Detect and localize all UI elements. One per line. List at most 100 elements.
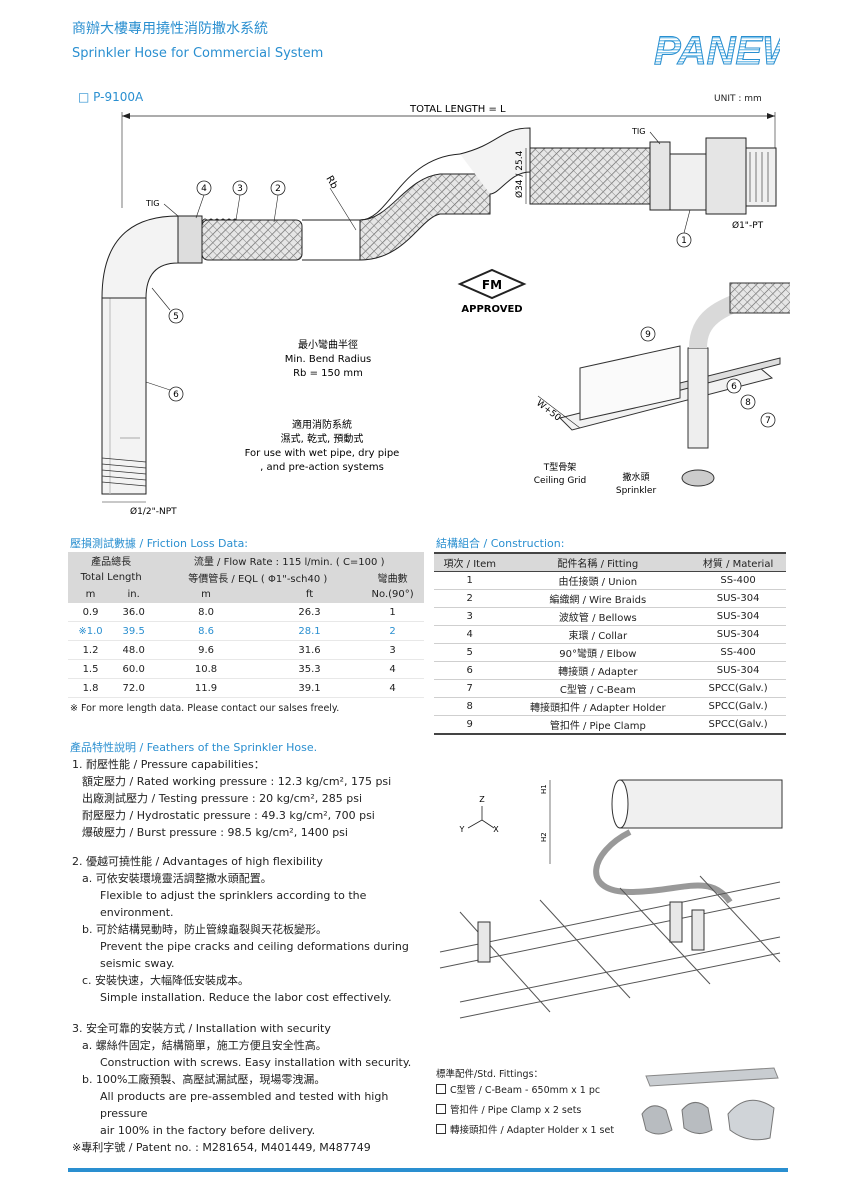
callout-6b: 6 xyxy=(731,382,737,392)
sprinkler-cn: 撒水頭 xyxy=(622,471,649,483)
callout-4: 4 xyxy=(201,184,207,194)
feature-1-line: 出廠測試壓力 / Testing pressure : 20 kg/cm², 2… xyxy=(82,792,363,805)
feature-2b-en: Prevent the pipe cracks and ceiling defo… xyxy=(100,940,409,953)
feature-1-heading: 1. 耐壓性能 / Pressure capabilities： xyxy=(72,758,265,771)
bend-cn: 最小彎曲半徑 xyxy=(298,338,358,351)
feature-3b-cn: b. 100%工廠預製、高壓試漏試壓，現場零洩漏。 xyxy=(82,1073,326,1086)
fittings-photo xyxy=(641,1067,779,1141)
feature-3b-en: air 100% in the factory before delivery. xyxy=(100,1124,316,1137)
th-ft: ft xyxy=(305,589,314,600)
axis-x: X xyxy=(493,825,499,834)
feature-1-line: 耐壓壓力 / Hydrostatic pressure : 49.3 kg/cm… xyxy=(82,809,375,822)
pt-label: Ø1"-PT xyxy=(732,220,764,231)
model-number: □ P-9100A xyxy=(78,90,144,104)
th-no: No.(90°) xyxy=(371,589,414,600)
feature-2a-en: Flexible to adjust the sprinklers accord… xyxy=(100,889,367,919)
ceiling-cn: T型骨架 xyxy=(543,462,577,473)
callout-5: 5 xyxy=(173,312,179,322)
th-fitting: 配件名稱 / Fitting xyxy=(505,552,691,572)
diameter-label: Ø34 / 25.4 xyxy=(514,150,525,198)
th-bend: 彎曲數 xyxy=(377,574,408,585)
h1-label: H1 xyxy=(540,784,548,794)
use-cn-1: 適用消防系統 xyxy=(292,418,352,431)
th-item: 項次 / Item xyxy=(434,552,506,572)
title-en: Sprinkler Hose for Commercial System xyxy=(72,46,324,61)
callout-8: 8 xyxy=(745,398,751,408)
friction-table: 產品總長 流量 / Flow Rate : 115 l/min. ( C=100… xyxy=(68,552,424,698)
feature-3-heading: 3. 安全可靠的安裝方式 / Installation with securit… xyxy=(72,1022,331,1035)
rb-label: Rb xyxy=(323,174,339,191)
callout-1: 1 xyxy=(681,236,687,246)
fm-mark: FM xyxy=(482,278,502,292)
th-eql: 等價管長 / EQL ( Φ1"-sch40 ) xyxy=(188,574,328,585)
callout-6: 6 xyxy=(173,390,179,400)
th-m2: m xyxy=(201,589,211,600)
fitting-item: C型管 / C-Beam - 650mm x 1 pc xyxy=(436,1082,600,1096)
checkbox-icon xyxy=(436,1084,446,1094)
callout-9: 9 xyxy=(645,330,651,340)
fm-approved: APPROVED xyxy=(461,304,522,315)
h2-label: H2 xyxy=(540,832,548,842)
logo-letter: PANEW xyxy=(654,29,780,70)
fitting-item: 轉接頭扣件 / Adapter Holder x 1 set xyxy=(436,1122,614,1136)
use-cn-2: 濕式, 乾式, 預動式 xyxy=(281,432,364,445)
total-length-label: TOTAL LENGTH = L xyxy=(409,104,506,115)
feature-2a-cn: a. 可依安裝環境靈活調整撒水頭配置。 xyxy=(82,872,272,885)
use-en-1: For use with wet pipe, dry pipe xyxy=(245,448,400,459)
feature-3b-en: All products are pre-assembled and teste… xyxy=(100,1090,389,1120)
th-m: m xyxy=(85,589,96,600)
fittings-title: 標準配件/Std. Fittings： xyxy=(436,1069,544,1080)
features-block: 1. 耐壓性能 / Pressure capabilities： 額定壓力 / … xyxy=(72,756,432,1156)
axis-y: Y xyxy=(459,825,465,834)
ceiling-en: Ceiling Grid xyxy=(534,476,587,486)
tig-label-1: TIG xyxy=(145,199,159,208)
th-total-cn: 產品總長 xyxy=(91,557,132,568)
feature-1-line: 爆破壓力 / Burst pressure : 98.5 kg/cm², 140… xyxy=(82,826,348,839)
callout-3: 3 xyxy=(237,184,243,194)
feature-3a-en: Construction with screws. Easy installat… xyxy=(100,1056,412,1069)
npt-label: Ø1/2"-NPT xyxy=(130,506,177,517)
brand-logo: PANEW xyxy=(654,29,781,71)
th-in: in. xyxy=(127,589,140,600)
feature-2c-cn: c. 安裝快速，大幅降低安裝成本。 xyxy=(82,974,250,987)
feature-2b-cn: b. 可於結構晃動時，防止管線龜裂與天花板變形。 xyxy=(82,923,327,936)
friction-note: ※ For more length data. Please contact o… xyxy=(70,703,340,714)
axis-z: Z xyxy=(479,795,485,804)
th-total-en: Total Length xyxy=(80,572,142,583)
bottom-rule xyxy=(68,1168,788,1172)
hose-drawing: TOTAL LENGTH = L Ø1/2"-NPT Ø34 / 25.4 Ø1… xyxy=(101,104,790,517)
checkbox-icon xyxy=(436,1124,446,1134)
bend-val: Rb = 150 mm xyxy=(293,368,363,379)
friction-title: 壓損測試數據 / Friction Loss Data: xyxy=(70,537,249,550)
title-cn: 商辦大樓專用撓性消防撒水系統 xyxy=(72,21,268,37)
construction-title: 結構組合 / Construction: xyxy=(436,537,565,550)
callout-7: 7 xyxy=(765,416,771,426)
th-material: 材質 / Material xyxy=(690,552,786,572)
sprinkler-en: Sprinkler xyxy=(616,486,657,496)
construction-table: 項次 / Item 配件名稱 / Fitting 材質 / Material 1… xyxy=(434,552,786,735)
callout-2: 2 xyxy=(275,184,281,194)
bend-en: Min. Bend Radius xyxy=(285,354,372,365)
checkbox-icon xyxy=(436,1104,446,1114)
features-title: 產品特性說明 / Feathers of the Sprinkler Hose. xyxy=(70,741,318,754)
unit-label: UNIT : mm xyxy=(714,94,762,104)
feature-2c-en: Simple installation. Reduce the labor co… xyxy=(100,991,392,1004)
th-flow: 流量 / Flow Rate : 115 l/min. ( C=100 ) xyxy=(193,557,385,568)
feature-2-heading: 2. 優越可撓性能 / Advantages of high flexibili… xyxy=(72,855,323,868)
tig-label-2: TIG xyxy=(631,127,645,136)
feature-2b-en: seismic sway. xyxy=(100,957,175,970)
